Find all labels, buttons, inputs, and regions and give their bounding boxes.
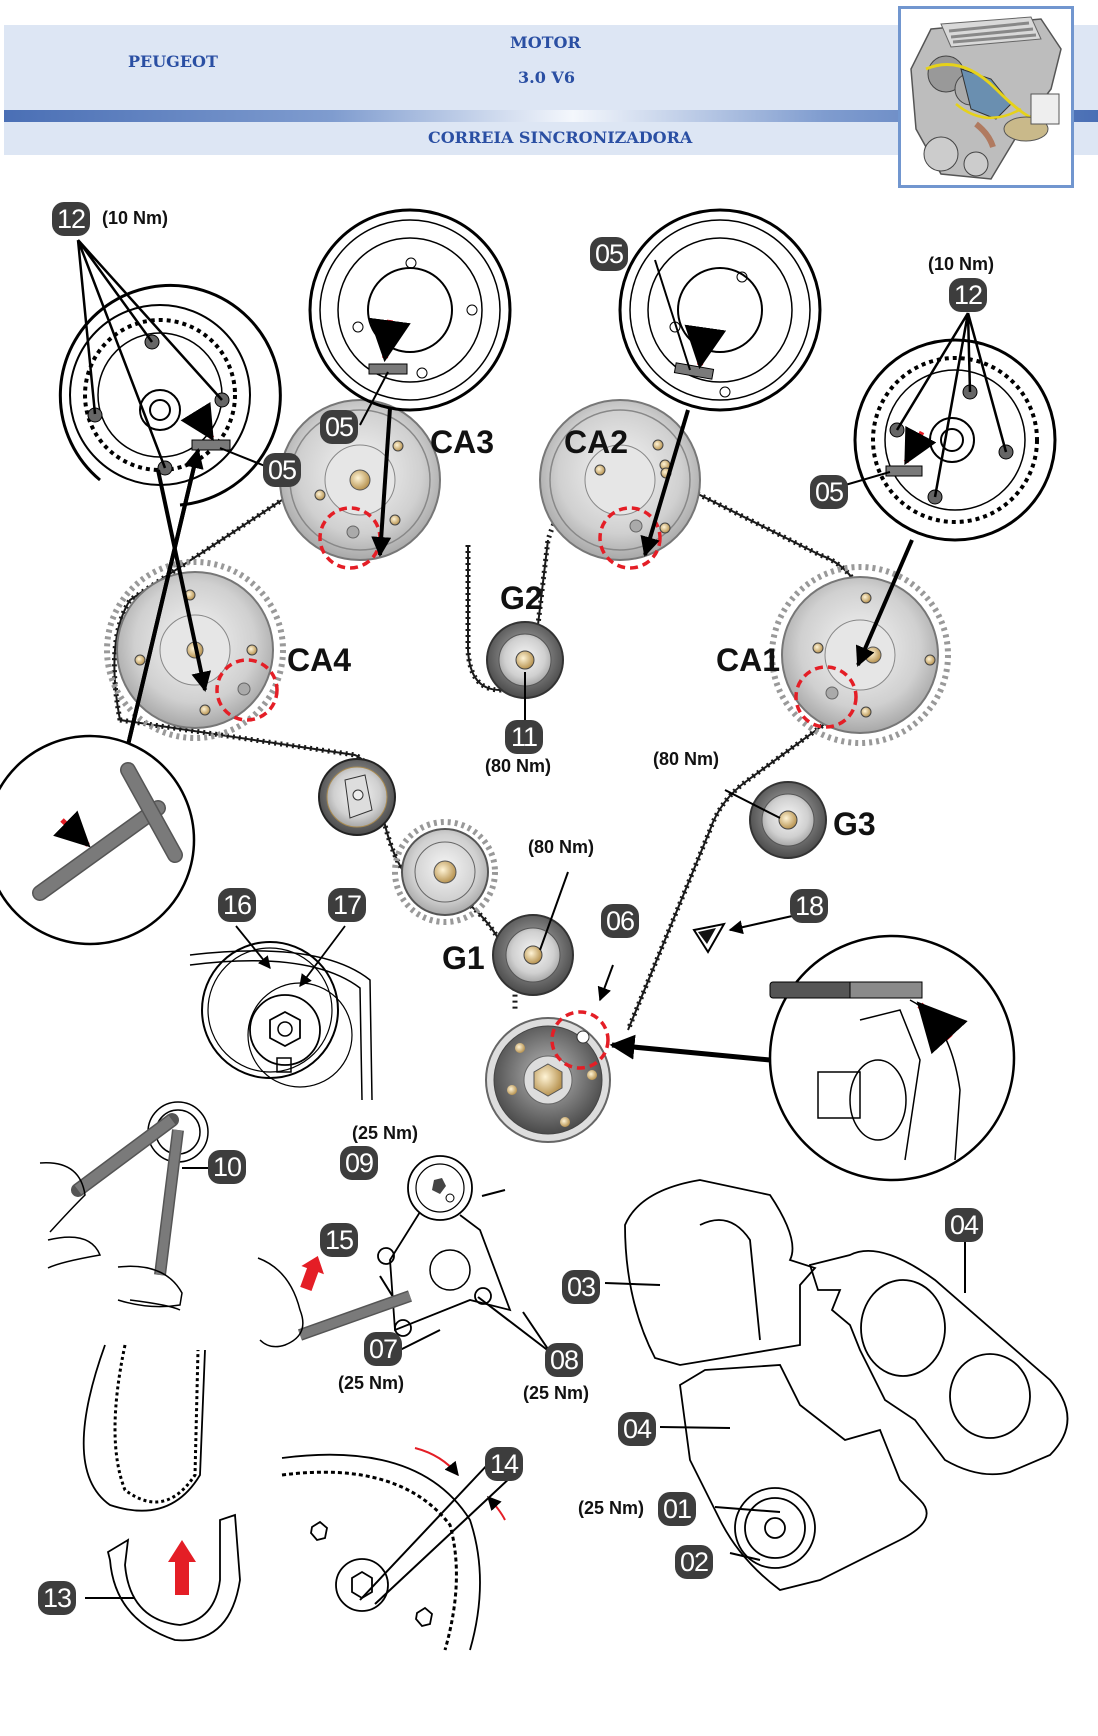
pulley-ca2 bbox=[539, 399, 701, 570]
torque-11: (80 Nm) bbox=[485, 756, 552, 776]
callout-02: 02 bbox=[675, 1545, 713, 1579]
callout-10: 10 bbox=[208, 1150, 246, 1184]
callout-04: 04 bbox=[618, 1412, 656, 1446]
pointer-arrow bbox=[156, 469, 212, 692]
belt-tensioner bbox=[318, 758, 396, 836]
detail-ca3-top bbox=[308, 208, 512, 557]
crankshaft-pulley bbox=[485, 1010, 611, 1143]
torque-07: (25 Nm) bbox=[338, 1373, 405, 1393]
pulley-ca1 bbox=[769, 564, 951, 746]
detail-ca2-top bbox=[618, 208, 822, 557]
callout-16: 16 bbox=[218, 888, 256, 922]
label-g2: G2 bbox=[500, 580, 543, 616]
detail-crank-lock bbox=[768, 934, 1016, 1182]
torque-09: (25 Nm) bbox=[352, 1123, 419, 1143]
callout-05: 05 bbox=[810, 475, 848, 509]
torque-12: (10 Nm) bbox=[102, 208, 169, 228]
callout-03: 03 bbox=[562, 1270, 600, 1304]
label-ca1: CA1 bbox=[716, 642, 781, 678]
leader-lines bbox=[85, 259, 966, 1605]
callout-09: 09 bbox=[340, 1146, 378, 1180]
callout-05: 05 bbox=[320, 410, 358, 444]
label-g1: G1 bbox=[442, 940, 485, 976]
label-ca4: CA4 bbox=[287, 642, 352, 678]
brand-label: PEUGEOT bbox=[128, 52, 218, 71]
torque-g1: (80 Nm) bbox=[528, 837, 595, 857]
callout-05: 05 bbox=[590, 237, 628, 271]
callout-13: 13 bbox=[38, 1581, 76, 1615]
title-engine: 3.0 V6 bbox=[518, 68, 575, 87]
callout-07: 07 bbox=[364, 1332, 402, 1366]
title-motor: MOTOR bbox=[510, 33, 581, 52]
detail-timing-covers bbox=[624, 1179, 1069, 1591]
callout-05: 05 bbox=[263, 453, 301, 487]
callout-12: 12 bbox=[949, 278, 987, 312]
idler-g3 bbox=[749, 781, 827, 859]
callout-08: 08 bbox=[545, 1343, 583, 1377]
torque-12: (10 Nm) bbox=[928, 254, 995, 274]
detail-locking-pin bbox=[0, 734, 196, 946]
callout-17: 17 bbox=[328, 888, 366, 922]
detail-sprocket-left bbox=[58, 239, 282, 507]
detail-tensioner-tool bbox=[39, 1101, 209, 1311]
label-ca2: CA2 bbox=[564, 424, 629, 460]
idler-g1 bbox=[492, 914, 574, 996]
callout-01: 01 bbox=[658, 1492, 696, 1526]
pulley-ca3 bbox=[279, 399, 441, 570]
detail-belt-guide bbox=[82, 1344, 241, 1642]
label-ca3: CA3 bbox=[430, 424, 495, 460]
label-g3: G3 bbox=[833, 806, 876, 842]
callout-18: 18 bbox=[790, 889, 828, 923]
torque-08: (25 Nm) bbox=[523, 1383, 590, 1403]
detail-tensioner-marks bbox=[189, 925, 373, 1101]
idler-g2 bbox=[486, 621, 564, 699]
detail-sprocket-mark bbox=[281, 1447, 506, 1651]
callout-14: 14 bbox=[485, 1447, 523, 1481]
callout-12: 12 bbox=[52, 202, 90, 236]
engine-icon bbox=[901, 9, 1071, 185]
engine-image bbox=[898, 6, 1074, 188]
callout-06: 06 bbox=[601, 904, 639, 938]
callout-15: 15 bbox=[320, 1223, 358, 1257]
header-stripe bbox=[4, 110, 1098, 122]
torque-01: (25 Nm) bbox=[578, 1498, 645, 1518]
detail-sprocket-right bbox=[853, 312, 1057, 667]
callout-04: 04 bbox=[945, 1208, 983, 1242]
pointer-arrow bbox=[609, 1034, 771, 1063]
callout-11: 11 bbox=[505, 720, 543, 754]
torque-g3: (80 Nm) bbox=[653, 749, 720, 769]
water-pump-pulley bbox=[392, 819, 498, 925]
subtitle: CORREIA SINCRONIZADORA bbox=[428, 128, 693, 147]
detail-tensioner-assembly bbox=[257, 1155, 512, 1348]
